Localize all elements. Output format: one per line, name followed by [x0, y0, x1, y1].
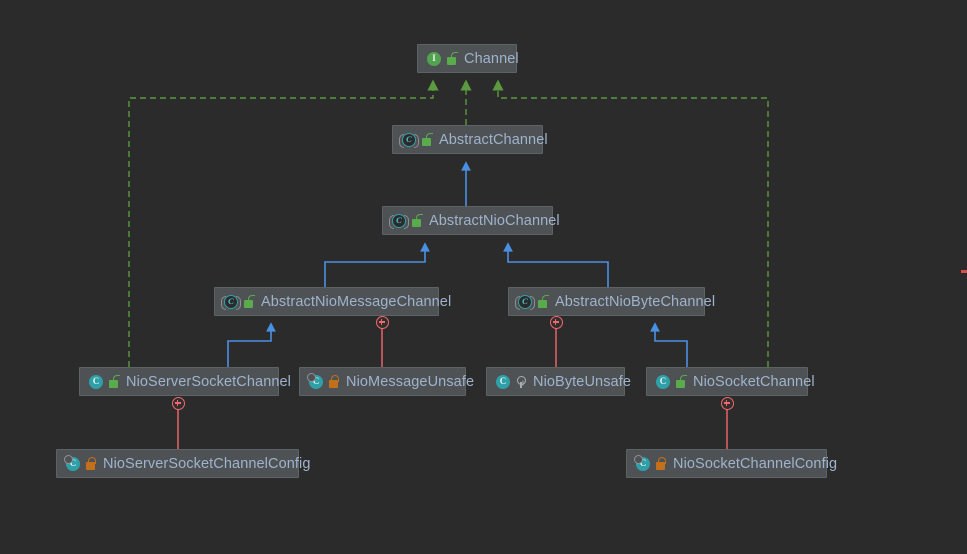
node-label: NioServerSocketChannelConfig [103, 455, 311, 472]
node-abstractchannel[interactable]: C AbstractChannel [392, 125, 548, 154]
node-channel[interactable]: I Channel [417, 44, 519, 73]
closed-padlock-icon [85, 457, 96, 471]
edge-inheritance-abstractniobytechannel-abstractniochannel [503, 242, 609, 287]
key-icon [515, 375, 526, 389]
node-niobyteunsafe[interactable]: C NioByteUnsafe [486, 367, 631, 396]
node-label: NioSocketChannel [693, 373, 815, 390]
open-padlock-icon [108, 374, 120, 389]
abstract-class-icon: C [389, 213, 409, 229]
node-label: AbstractChannel [439, 131, 548, 148]
edge-inheritance-abstractniomessagechannel-abstractniochannel [324, 242, 430, 287]
inner-class-icon: C [634, 454, 651, 472]
node-label: NioMessageUnsafe [346, 373, 475, 390]
node-label: NioByteUnsafe [533, 373, 632, 390]
open-padlock-icon [411, 213, 423, 228]
node-abstractniochannel[interactable]: C AbstractNioChannel [382, 206, 560, 235]
node-label: NioServerSocketChannel [126, 373, 292, 390]
containment-marker-nioserversocketchannel [171, 397, 185, 410]
class-icon: C [88, 374, 104, 390]
node-nioserversocketchannel[interactable]: C NioServerSocketChannel [79, 367, 291, 396]
node-niosocketchannel[interactable]: C NioSocketChannel [646, 367, 815, 396]
node-label: AbstractNioMessageChannel [261, 293, 452, 310]
node-abstractniomessagechannel[interactable]: C AbstractNioMessageChannel [214, 287, 451, 316]
open-padlock-icon [537, 294, 549, 309]
open-padlock-icon [446, 51, 458, 66]
abstract-class-icon: C [515, 294, 535, 310]
open-padlock-icon [243, 294, 255, 309]
scrollbar-error-marker[interactable] [961, 270, 967, 273]
node-nioserversocketchannelconfig[interactable]: C NioServerSocketChannelConfig [56, 449, 310, 478]
containment-marker-niosocketchannel [720, 397, 734, 410]
node-niosocketchannelconfig[interactable]: C NioSocketChannelConfig [626, 449, 837, 478]
node-abstractniobytechannel[interactable]: C AbstractNioByteChannel [508, 287, 715, 316]
node-label: AbstractNioByteChannel [555, 293, 716, 310]
closed-padlock-icon [655, 457, 666, 471]
closed-padlock-icon [328, 375, 339, 389]
inner-class-icon: C [64, 454, 81, 472]
class-icon: C [655, 374, 671, 390]
inner-class-icon: C [307, 372, 324, 390]
node-niomessageunsafe[interactable]: C NioMessageUnsafe [299, 367, 474, 396]
node-label: AbstractNioChannel [429, 212, 560, 229]
edge-inheritance-niosocketchannel-abstractniobytechannel [650, 322, 688, 367]
node-label: Channel [464, 50, 519, 67]
containment-marker-abstractniobytechannel [549, 316, 563, 329]
abstract-class-icon: C [221, 294, 241, 310]
edge-inheritance-nioserversocketchannel-abstractniomessagechannel [227, 322, 276, 367]
abstract-class-icon: C [399, 132, 419, 148]
interface-icon: I [426, 51, 442, 67]
open-padlock-icon [421, 132, 433, 147]
open-padlock-icon [675, 374, 687, 389]
containment-marker-abstractniomessagechannel [375, 316, 389, 329]
class-icon: C [495, 374, 511, 390]
node-label: NioSocketChannelConfig [673, 455, 838, 472]
